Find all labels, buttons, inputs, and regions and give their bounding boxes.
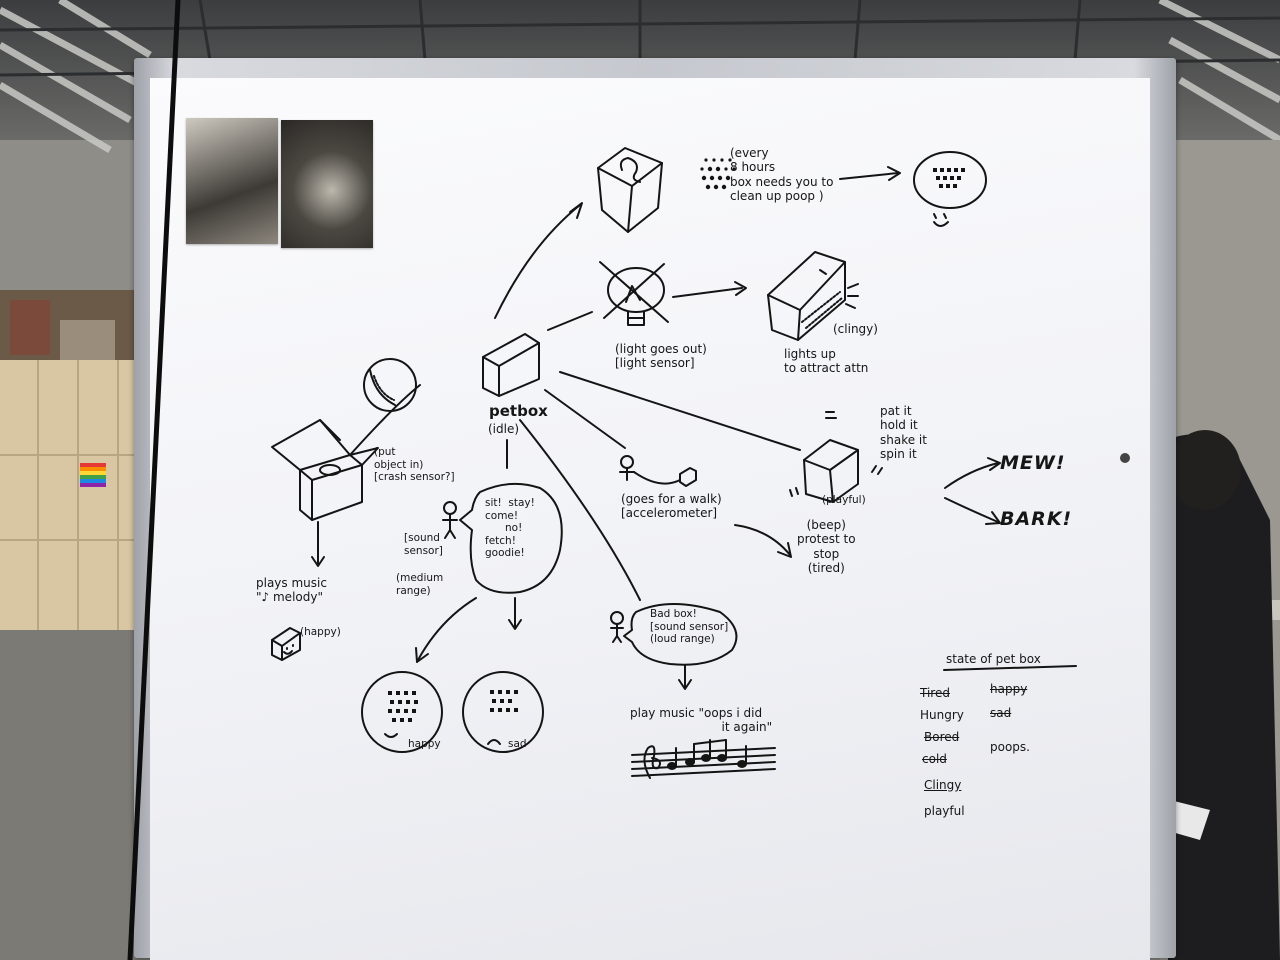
power-cable <box>127 0 181 960</box>
states-title: state of pet box <box>946 652 1041 666</box>
light-branch-result: lights up to attract attn <box>784 347 869 376</box>
petbox-label: petbox <box>489 402 548 420</box>
light-branch-text: (light goes out) [light sensor] <box>615 342 707 371</box>
state-item: happy <box>990 682 1028 696</box>
walk-branch-text: (goes for a walk) [accelerometer] <box>621 492 722 521</box>
music-staff-icon <box>631 739 776 779</box>
happy-music-box-icon <box>271 627 301 661</box>
sad-face-label: sad <box>508 738 527 750</box>
sound-sensor-label: [sound sensor] <box>404 532 443 557</box>
sad-face-display-icon <box>462 671 544 753</box>
states-title-underline <box>943 665 1077 671</box>
play-actions: pat it hold it shake it spin it <box>880 404 927 462</box>
state-item: poops. <box>990 740 1030 754</box>
state-item: cold <box>922 752 947 766</box>
poop-box-icon <box>597 147 663 233</box>
art-poster-right <box>281 120 373 248</box>
state-item: playful <box>924 804 965 818</box>
art-poster-left <box>186 118 278 244</box>
bark-label: BARK! <box>1000 508 1073 530</box>
speech-bubble-bad-box <box>623 603 738 666</box>
state-item: Tired <box>920 686 950 700</box>
petbox-state: (idle) <box>488 422 520 436</box>
board-magnet <box>1120 453 1130 463</box>
open-box-icon <box>271 419 379 521</box>
ball-object-icon <box>363 358 417 412</box>
playful-label: (playful) <box>822 494 866 506</box>
state-item: Bored <box>924 730 960 744</box>
command-words: sit! stay! come! no! fetch! goodie! <box>485 497 535 560</box>
rainbow-flag <box>80 463 106 487</box>
clingy-label: (clingy) <box>833 322 878 336</box>
person-stick-figure-icon <box>442 501 458 539</box>
petbox-cube-icon <box>482 333 540 397</box>
bad-box-music-text: play music "oops i did it again" <box>630 706 773 735</box>
medium-range-label: (medium range) <box>396 572 444 597</box>
poop-dot-matrix-icon <box>700 158 736 190</box>
glowing-box-icon <box>767 251 859 341</box>
state-item: Hungry <box>920 708 964 722</box>
mew-label: MEW! <box>1000 452 1066 474</box>
speech-bubble-commands <box>459 482 563 594</box>
crossed-lightbulb-icon <box>599 261 669 326</box>
protest-text: (beep) protest to stop (tired) <box>797 518 856 576</box>
playful-box-icon <box>789 411 883 503</box>
happy-face-label: happy <box>408 738 441 750</box>
poop-branch-text: (every 8 hours box needs you to clean up… <box>730 146 834 204</box>
branch-arrows <box>311 166 1001 690</box>
bad-box-bubble-text: Bad box! [sound sensor] (loud range) <box>650 608 729 646</box>
crash-branch-text: (put object in) [crash sensor?] <box>374 446 455 484</box>
walker-with-box-icon <box>619 455 697 487</box>
crash-branch-result: plays music "♪ melody" <box>256 576 327 605</box>
scolding-person-icon <box>610 611 624 643</box>
state-item: sad <box>990 706 1012 720</box>
clean-smiley-face-icon <box>913 151 987 227</box>
state-item: Clingy <box>924 778 962 792</box>
happy-mood-label: (happy) <box>300 626 341 638</box>
happy-face-display-icon <box>361 671 443 753</box>
